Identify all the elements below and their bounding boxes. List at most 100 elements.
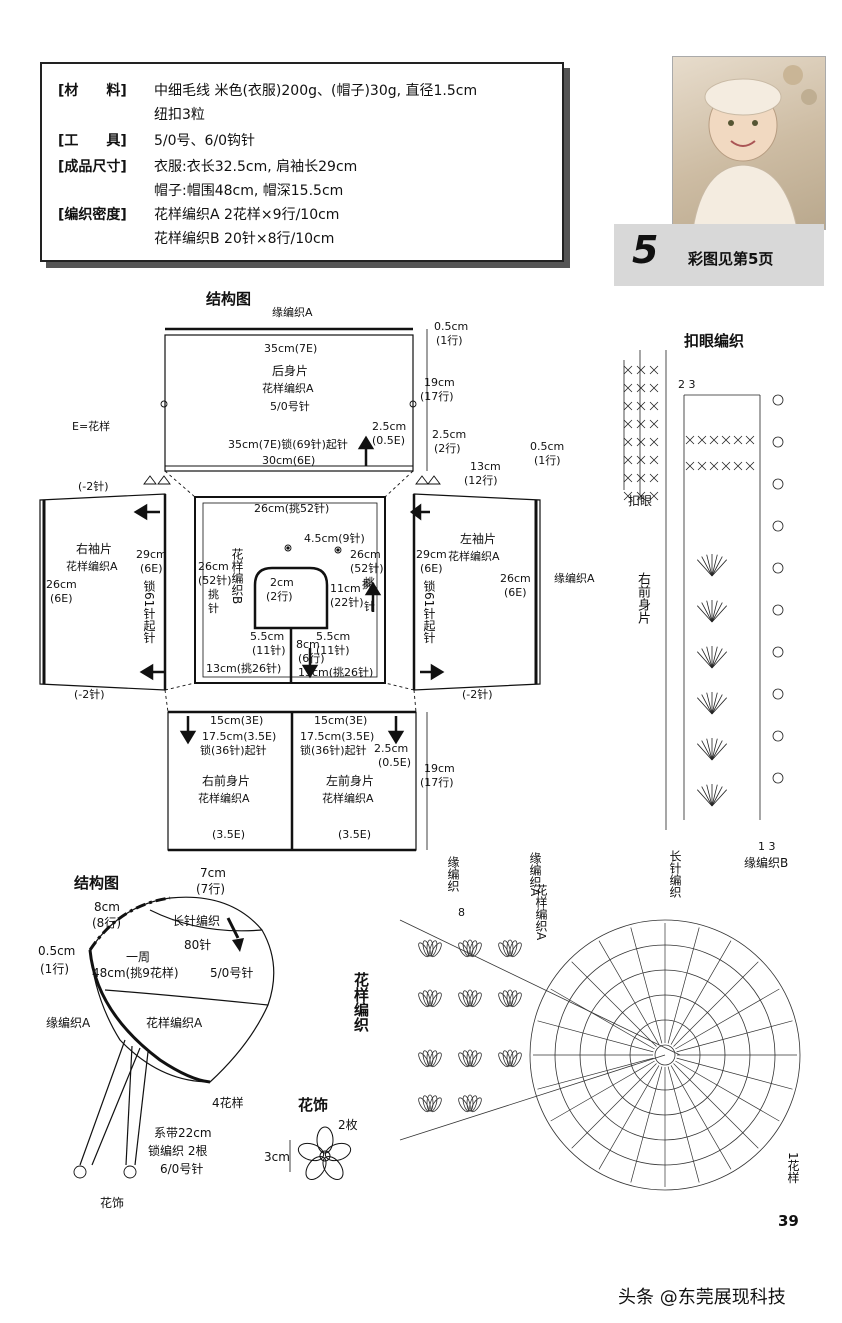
lf-chain1: 17.5cm(3.5E) [300,730,375,743]
rf-pattern: 花样编织A [198,792,250,805]
photo-label-band [614,224,824,286]
yoke-bottom-left: 13cm(挑26针) [206,662,282,675]
hat-top-r: (7行) [196,882,225,896]
yoke-left-hs3: 针 [208,602,219,615]
body-chart-title: 结构图 [206,290,252,308]
project-number: 5 [632,228,659,272]
rf-chain2: 锁(36针)起针 [200,744,267,757]
lf-h1e: (0.5E) [378,756,412,769]
shoulder-hr: (12行) [464,474,498,487]
rs-top: (-2针) [78,480,109,493]
back-h1r: (1行) [436,334,463,347]
ls-pattern: 花样编织A [448,550,500,563]
flower-size: 3cm [264,1150,290,1164]
rs-we: (6E) [50,592,73,605]
flower-decoration-drawing [289,1126,352,1181]
buttonhole-label: 扣眼 [628,494,653,508]
yoke-left-hs: (52针) [198,574,232,587]
legend-e: E=花样 [72,420,111,433]
hat-chart-one: 1花样 [786,1152,800,1184]
hat-round-v: 48cm(挑9花样) [92,966,179,980]
page-number: 39 [778,1212,799,1230]
back-h3: 2.5cm [372,420,407,433]
flower-title: 花饰 [298,1096,329,1114]
back-h2: 19cm [424,376,455,389]
buttonhole-edge-b: 缘编织B [744,856,789,870]
ls-we: (6E) [504,586,527,599]
back-pattern: 花样编织A [262,382,314,395]
hat-outline [79,896,275,1166]
neck-hr: (2行) [266,590,293,603]
ls-name: 左袖片 [460,532,497,546]
rf-chain1: 17.5cm(3.5E) [202,730,277,743]
shoulder-h2r: (1行) [534,454,561,467]
hat-needle: 5/0号针 [210,966,254,980]
back-width-top: 35cm(7E) [264,342,318,355]
footer-watermark: 头条 @东莞展现科技 [618,1287,786,1308]
back-edge-label: 缘编织A [272,306,313,319]
materials-row: [编织密度]花样编织A 2花样×9行/10cm [58,207,340,223]
rs-h: 29cm [136,548,167,561]
right-55s: (11针) [316,644,350,657]
left-55s: (11针) [252,644,286,657]
materials-row: 纽扣3粒 [154,107,205,123]
hat-long: 长针编织 [172,914,221,928]
rs-chain: 锁61针起针 [142,580,156,644]
rs-he: (6E) [140,562,163,575]
neck-top: 4.5cm(9针) [304,532,365,545]
yoke-pattern-b: 花样编织B [230,548,244,605]
back-chain: 35cm(7E)锁(69针)起针 [228,438,348,451]
yoke-right-hs3: 针 [364,600,375,613]
ls-h: 29cm [416,548,447,561]
buttonhole-chart-symbols [623,350,761,830]
hat-round: 一周 [126,950,151,964]
hat-tie: 系带22cm [154,1126,212,1140]
lf-bottom: (3.5E) [338,828,372,841]
materials-row: [材 料]中细毛线 米色(衣服)200g、(帽子)30g, 直径1.5cm [58,83,478,99]
hat-tie3: 6/0号针 [160,1162,204,1176]
hat-flower-label: 花饰 [100,1196,125,1210]
hat-edge-r: (1行) [40,962,69,976]
mid-hs: (22针) [330,596,364,609]
baby-photo [672,56,826,230]
lf-h1: 2.5cm [374,742,409,755]
back-h4: 2.5cm [432,428,467,441]
lf-chain2: 锁(36针)起针 [300,744,367,757]
hat-chart-n8: 8 [458,906,465,919]
mid-h: 11cm [330,582,361,595]
rs-w: 26cm [46,578,77,591]
center-8: 8cm [296,638,320,651]
left-55: 5.5cm [250,630,285,643]
buttonhole-side: 右前身片 [635,572,650,624]
lf-pattern: 花样编织A [322,792,374,805]
lf-w: 15cm(3E) [314,714,368,727]
hat-s8: 8cm [94,900,120,914]
color-page-caption: 彩图见第5页 [688,250,774,268]
buttonhole-title: 扣眼编织 [684,332,745,350]
ls-he: (6E) [420,562,443,575]
yoke-left-h: 26cm [198,560,229,573]
back-h2r: (17行) [420,390,454,403]
center-8r: (6行) [298,652,325,665]
hat-edge: 0.5cm [38,944,76,958]
hat-tie2: 锁编织 2根 [148,1144,208,1158]
rf-bottom: (3.5E) [212,828,246,841]
materials-row: [成品尺寸]衣服:衣长32.5cm, 肩袖长29cm [58,159,358,175]
right-55: 5.5cm [316,630,351,643]
hat-flowers: 4花样 [212,1096,244,1110]
materials-row: 花样编织B 20针×8行/10cm [154,231,335,247]
back-h3e: (0.5E) [372,434,406,447]
materials-box: [材 料]中细毛线 米色(衣服)200g、(帽子)30g, 直径1.5cm 纽扣… [40,62,564,262]
lf-name: 左前身片 [326,774,375,788]
back-h4r: (2行) [434,442,461,455]
flower-count: 2枚 [338,1118,358,1132]
ls-w: 26cm [500,572,531,585]
ls-chain: 锁61针起针 [422,580,436,644]
hat-pattern-chart-title: 花样编织 [352,972,370,1032]
hat-chart-edge: 缘编织 [446,856,460,892]
neck-h: 2cm [270,576,294,589]
hat-chart-pattern-a: 花样编织A [534,884,548,941]
yoke-bottom-right: 13cm(挑26针) [298,666,374,679]
